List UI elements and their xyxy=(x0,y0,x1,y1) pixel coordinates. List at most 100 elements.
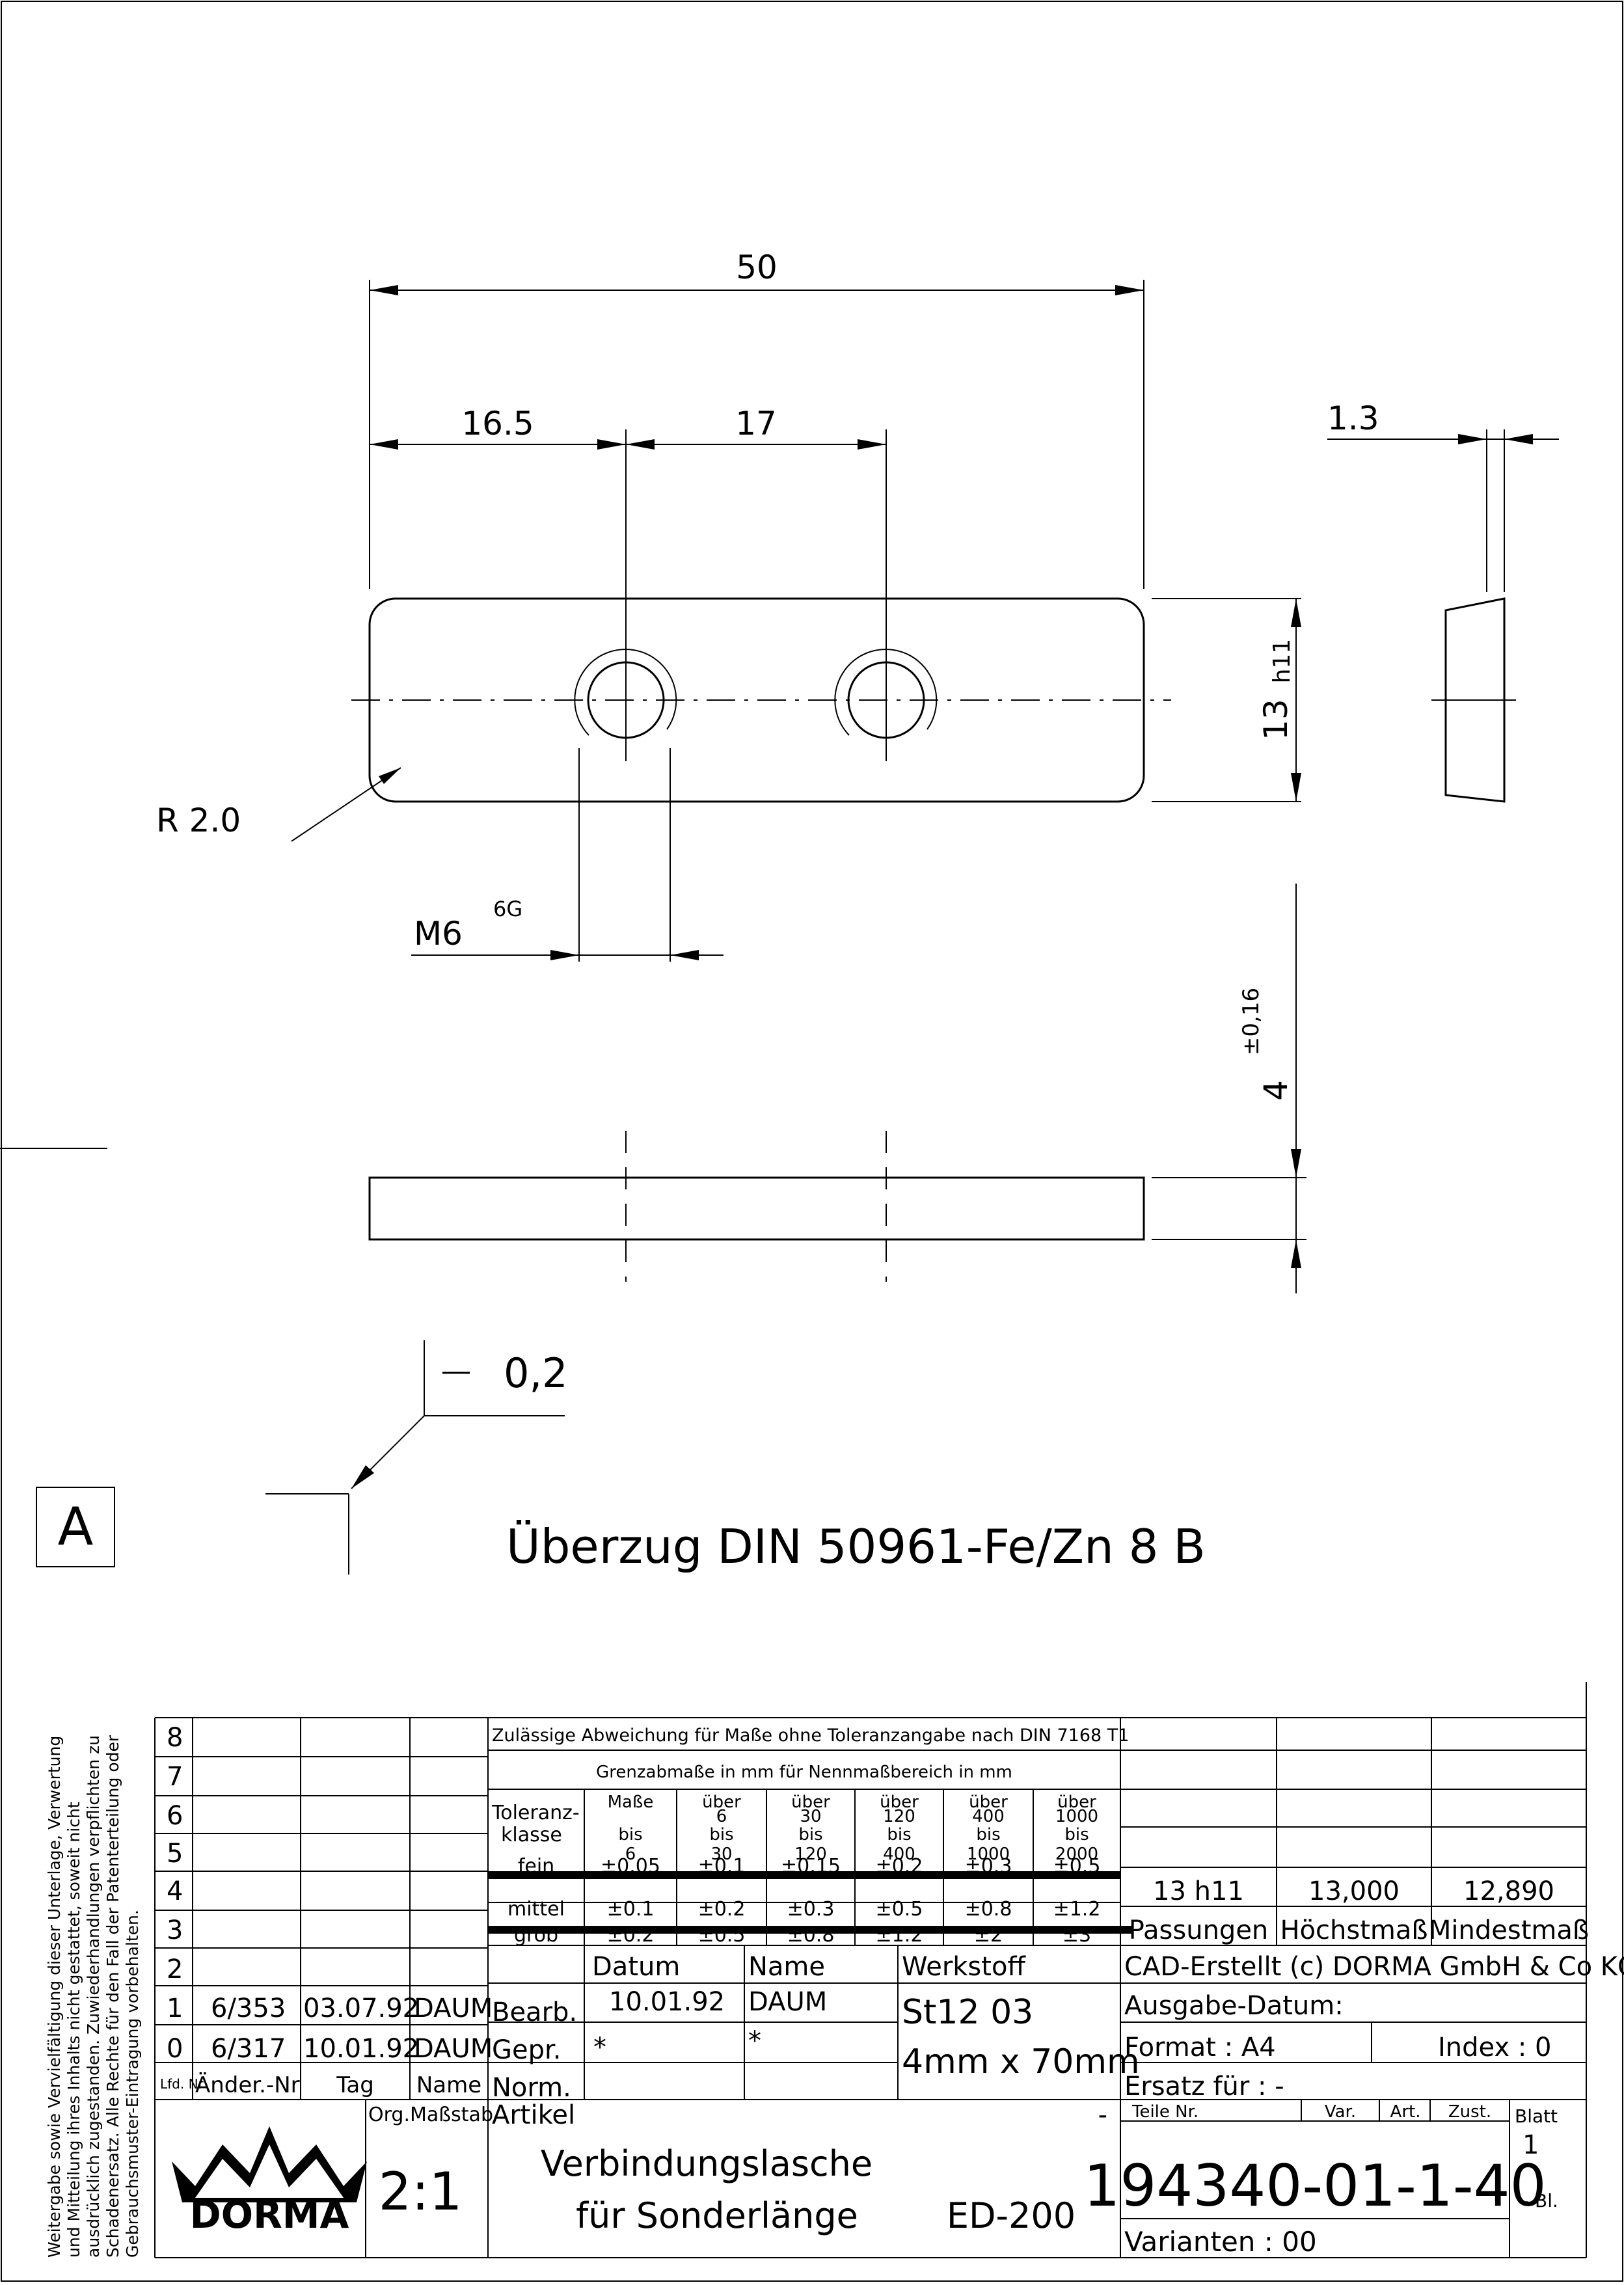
svg-text:Blatt: Blatt xyxy=(1515,2105,1558,2127)
title-block xyxy=(154,1682,1587,2258)
tol-col-head: 30 xyxy=(710,1845,732,1864)
svg-text:2: 2 xyxy=(167,1954,183,1984)
dim-total-length-text: 50 xyxy=(736,249,778,286)
dim-height-fit-text: h11 xyxy=(1269,639,1295,684)
article-box: Artikel - Verbindungslasche für Sonderlä… xyxy=(492,2100,1107,2236)
tol-cell: ±0.1 xyxy=(698,1855,746,1878)
svg-text:10.01.92: 10.01.92 xyxy=(303,2034,419,2064)
flatness-value-text: 0,2 xyxy=(504,1349,568,1397)
dorma-logo: DORMA xyxy=(172,2126,367,2237)
svg-text:3: 3 xyxy=(167,1915,183,1945)
svg-text:Toleranz-klasse: Toleranz-klasse xyxy=(491,1802,580,1846)
svg-text:Norm.: Norm. xyxy=(492,2073,571,2103)
tol-row-name: fein xyxy=(518,1855,554,1878)
svg-text:Verbindungslasche: Verbindungslasche xyxy=(541,2143,873,2184)
svg-text:Werkstoff: Werkstoff xyxy=(902,1952,1026,1982)
tol-col-head: bis xyxy=(709,1825,733,1845)
hole-1-thread xyxy=(574,649,677,736)
tolerance-table: Zulässige Abweichung für Maße ohne Toler… xyxy=(491,1725,1129,1947)
tol-col-head: 120 xyxy=(883,1807,915,1826)
svg-text:DAUM: DAUM xyxy=(414,1994,493,2023)
svg-text:Teile Nr.: Teile Nr. xyxy=(1131,2102,1198,2122)
svg-text:Zulässige Abweichung für Maße: Zulässige Abweichung für Maße ohne Toler… xyxy=(492,1725,1129,1746)
tol-col-head: über xyxy=(702,1792,741,1812)
dim-hole-spacing-text: 17 xyxy=(735,405,777,442)
tol-col-head: 1000 xyxy=(967,1845,1010,1864)
revision-table: 8 7 6 5 4 3 2 1 0 6/353 03.07.92 DAUM 6/… xyxy=(160,1723,493,2098)
tol-col-head: bis xyxy=(1064,1825,1089,1845)
svg-text:*: * xyxy=(748,2026,761,2056)
svg-text:13,000: 13,000 xyxy=(1308,1876,1400,1906)
svg-text:Tag: Tag xyxy=(336,2072,374,2098)
tol-col-head: 30 xyxy=(800,1807,821,1826)
svg-text:8: 8 xyxy=(167,1723,183,1753)
tol-cell: ±0.8 xyxy=(787,1924,835,1947)
dim-total-length: 50 xyxy=(369,249,1144,589)
side-note: Weitergabe sowie Vervielfältigung dieser… xyxy=(45,1735,142,2258)
tol-col-head: bis xyxy=(976,1825,1000,1845)
svg-text:Änder.-Nr: Änder.-Nr xyxy=(195,2072,300,2098)
svg-text:Lfd. Nr: Lfd. Nr xyxy=(160,2076,204,2092)
svg-text:Gepr.: Gepr. xyxy=(492,2035,561,2065)
dim-height-text: 13 xyxy=(1257,699,1295,740)
datum-label-text: A xyxy=(58,1496,94,1557)
svg-text:Passungen: Passungen xyxy=(1129,1915,1269,1945)
tol-cell: ±1.2 xyxy=(876,1924,923,1947)
tol-cell: ±0.8 xyxy=(965,1898,1012,1921)
tol-col-head: über xyxy=(1057,1792,1096,1812)
svg-text:Index : 0: Index : 0 xyxy=(1438,2033,1551,2062)
svg-text:10.01.92: 10.01.92 xyxy=(609,1987,725,2017)
tol-cell: ±3 xyxy=(1062,1924,1091,1947)
logo-text: DORMA xyxy=(190,2193,349,2237)
dim-hole-positions: 16.5 17 xyxy=(370,405,887,651)
approval-table: Datum Name Bearb. 10.01.92 DAUM Gepr. * … xyxy=(492,1952,1140,2103)
svg-text:Var.: Var. xyxy=(1325,2102,1356,2122)
tol-cell: ±0.2 xyxy=(607,1924,655,1947)
svg-text:Format : A4: Format : A4 xyxy=(1124,2033,1276,2062)
svg-text:Bearb.: Bearb. xyxy=(492,1997,577,2027)
svg-text:Art.: Art. xyxy=(1390,2102,1421,2122)
dim-side-thickness-text: 1.3 xyxy=(1327,399,1379,437)
tol-row-name: mittel xyxy=(508,1898,565,1921)
svg-text:Höchstmaß: Höchstmaß xyxy=(1280,1915,1428,1945)
svg-text:DAUM: DAUM xyxy=(748,1987,827,2017)
svg-text:6: 6 xyxy=(167,1801,183,1831)
svg-text:6/353: 6/353 xyxy=(211,1994,286,2023)
tol-cell: ±0.3 xyxy=(787,1898,835,1921)
tol-row-name: grob xyxy=(514,1924,558,1947)
svg-text:Mindestmaß: Mindestmaß xyxy=(1429,1915,1589,1945)
side-view: 1.3 xyxy=(1327,399,1559,803)
svg-text:12,890: 12,890 xyxy=(1463,1876,1554,1906)
svg-text:Name: Name xyxy=(416,2072,481,2098)
svg-text:1: 1 xyxy=(1522,2130,1539,2160)
dim-thread-class-text: 6G xyxy=(493,897,522,921)
tol-col-head: Maße xyxy=(608,1792,654,1812)
svg-text:7: 7 xyxy=(167,1762,183,1792)
tol-cell: ±0.5 xyxy=(698,1924,746,1947)
dim-radius: R 2.0 xyxy=(156,767,401,842)
tol-col-head: 120 xyxy=(794,1845,827,1864)
svg-text:Artikel: Artikel xyxy=(492,2100,575,2130)
tol-cell: ±0.2 xyxy=(698,1898,746,1921)
svg-text:Datum: Datum xyxy=(592,1952,680,1982)
scale-box: Org.Maßstab 2:1 xyxy=(368,2103,493,2222)
svg-text:194340-01-1-40: 194340-01-1-40 xyxy=(1083,2152,1546,2219)
svg-text:-: - xyxy=(1098,2100,1107,2130)
svg-text:Zust.: Zust. xyxy=(1448,2102,1491,2122)
front-view xyxy=(351,597,1171,803)
dim-thickness: 4 ±0,16 xyxy=(1152,884,1306,1293)
dim-thread: M6 6G xyxy=(411,748,724,962)
svg-text:Org.Maßstab: Org.Maßstab xyxy=(368,2103,493,2126)
svg-text:Ausgabe-Datum:: Ausgabe-Datum: xyxy=(1124,1991,1344,2021)
svg-text:Grenzabmaße in mm für Nennmaßb: Grenzabmaße in mm für Nennmaßbereich in … xyxy=(596,1763,1012,1782)
tol-cell: ±0.5 xyxy=(876,1898,923,1921)
tol-col-head: bis xyxy=(618,1825,642,1845)
tol-cell: ±0.05 xyxy=(601,1855,660,1878)
svg-text:DAUM: DAUM xyxy=(414,2034,493,2064)
coating-note: Überzug DIN 50961-Fe/Zn 8 B xyxy=(506,1519,1206,1574)
dim-thickness-text: 4 xyxy=(1257,1080,1295,1101)
tol-col-head: 2000 xyxy=(1055,1845,1098,1864)
svg-text:4mm x 70mm: 4mm x 70mm xyxy=(902,2042,1140,2081)
